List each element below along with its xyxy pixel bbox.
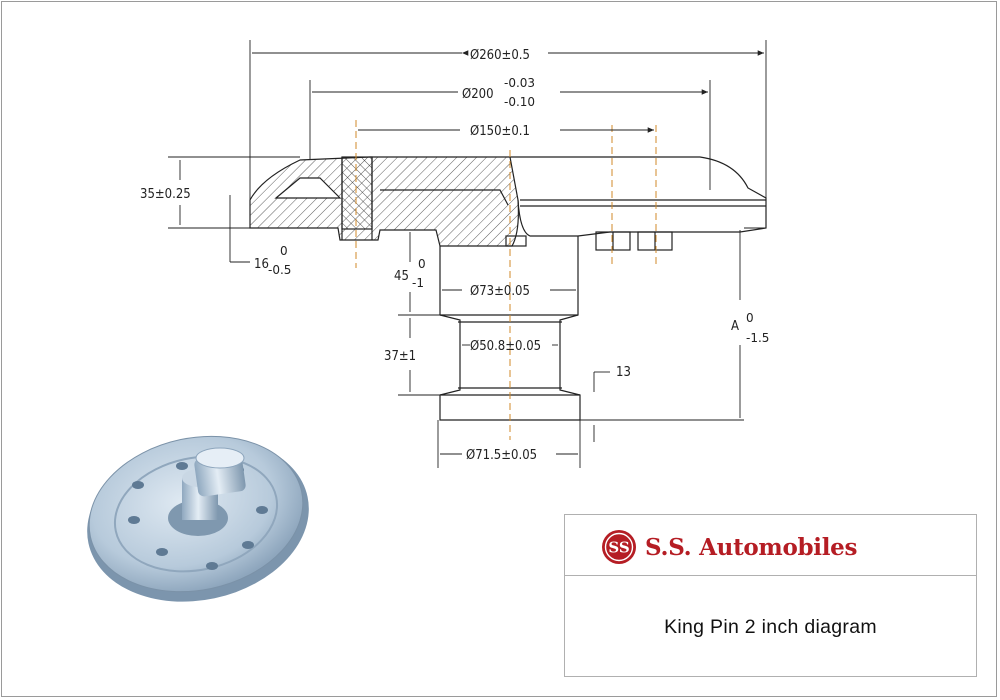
dim-45-upper: 0 <box>418 257 426 271</box>
diagram-caption: King Pin 2 inch diagram <box>664 616 877 638</box>
section-plate <box>249 156 519 247</box>
logo-text: SS <box>608 539 629 557</box>
dim-50-8: Ø50.8±0.05 <box>470 339 541 354</box>
dim-260: Ø260±0.5 <box>470 48 530 63</box>
dim-13: 13 <box>616 365 631 380</box>
company-brand: SS S.S. Automobiles <box>601 529 857 565</box>
dim-A-upper: 0 <box>746 311 754 325</box>
title-block: SS S.S. Automobiles King Pin 2 inch diag… <box>564 514 977 677</box>
dim-73: Ø73±0.05 <box>470 284 530 299</box>
dimension-labels: Ø260±0.5 Ø200 -0.03 -0.10 Ø150±0.1 35±0.… <box>140 48 769 463</box>
king-pin-3d-render <box>87 435 309 602</box>
dim-200-lower: -0.10 <box>504 95 535 109</box>
dim-A: A <box>731 319 739 334</box>
dim-200-upper: -0.03 <box>504 76 535 90</box>
dim-200: Ø200 <box>462 87 494 102</box>
title-block-divider <box>565 575 976 576</box>
dim-A-lower: -1.5 <box>746 331 769 345</box>
plate-exterior <box>505 156 767 251</box>
dim-150: Ø150±0.1 <box>470 124 530 139</box>
dim-16: 16 <box>254 257 269 272</box>
dim-37: 37±1 <box>384 349 416 364</box>
centerlines <box>355 120 657 440</box>
dim-45: 45 <box>394 269 409 284</box>
dim-16-upper: 0 <box>280 244 288 258</box>
dim-71-5: Ø71.5±0.05 <box>466 448 537 463</box>
dim-35: 35±0.25 <box>140 187 191 202</box>
dim-16-lower: -0.5 <box>268 263 291 277</box>
company-name: S.S. Automobiles <box>645 533 858 561</box>
dimension-lines <box>168 40 767 468</box>
dim-45-lower: -1 <box>412 276 424 290</box>
ss-logo-icon: SS <box>602 530 636 564</box>
